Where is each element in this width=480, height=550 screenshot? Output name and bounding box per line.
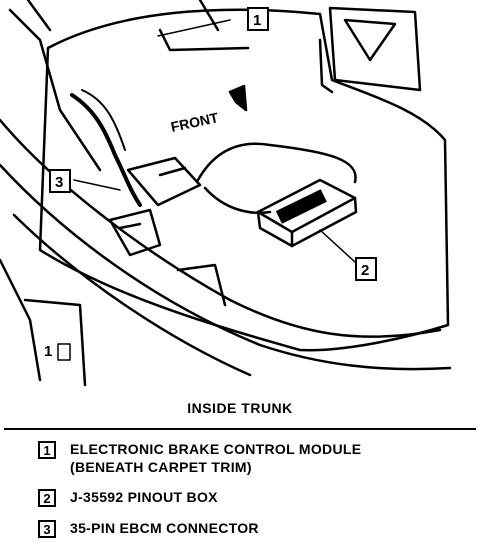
legend-item-3: 3 35-PIN EBCM CONNECTOR	[38, 519, 478, 538]
svg-text:2: 2	[361, 262, 369, 279]
svg-text:3: 3	[55, 174, 63, 191]
legend-label: ELECTRONIC BRAKE CONTROL MODULE (BENEATH…	[70, 441, 362, 475]
legend-number-box: 3	[38, 520, 56, 538]
legend-label: 35-PIN EBCM CONNECTOR	[70, 520, 259, 536]
caption-divider	[4, 428, 476, 430]
corner-mark: 1	[44, 343, 52, 360]
legend-number-box: 1	[38, 441, 56, 459]
pinout-cable	[196, 142, 357, 184]
front-label: FRONT	[169, 109, 220, 135]
callout-3: 3	[49, 169, 71, 193]
wire-harness	[70, 93, 142, 207]
callout-1: 1	[247, 7, 269, 31]
legend-number-box: 2	[38, 489, 56, 507]
trunk-floor-outline	[38, 8, 450, 352]
legend: 1 ELECTRONIC BRAKE CONTROL MODULE (BENEA…	[38, 440, 478, 550]
svg-text:1: 1	[253, 12, 261, 29]
ebcm-connector	[126, 156, 202, 207]
trunk-illustration: FRONT 1 1 2 3	[0, 0, 452, 387]
legend-item-1: 1 ELECTRONIC BRAKE CONTROL MODULE (BENEA…	[38, 440, 478, 476]
callout-2: 2	[355, 257, 377, 281]
legend-label: J-35592 PINOUT BOX	[70, 489, 218, 505]
front-arrow-icon	[228, 84, 248, 112]
trunk-wall-panel	[328, 6, 422, 92]
figure-caption: INSIDE TRUNK	[187, 400, 293, 416]
legend-item-2: 2 J-35592 PINOUT BOX	[38, 488, 478, 507]
